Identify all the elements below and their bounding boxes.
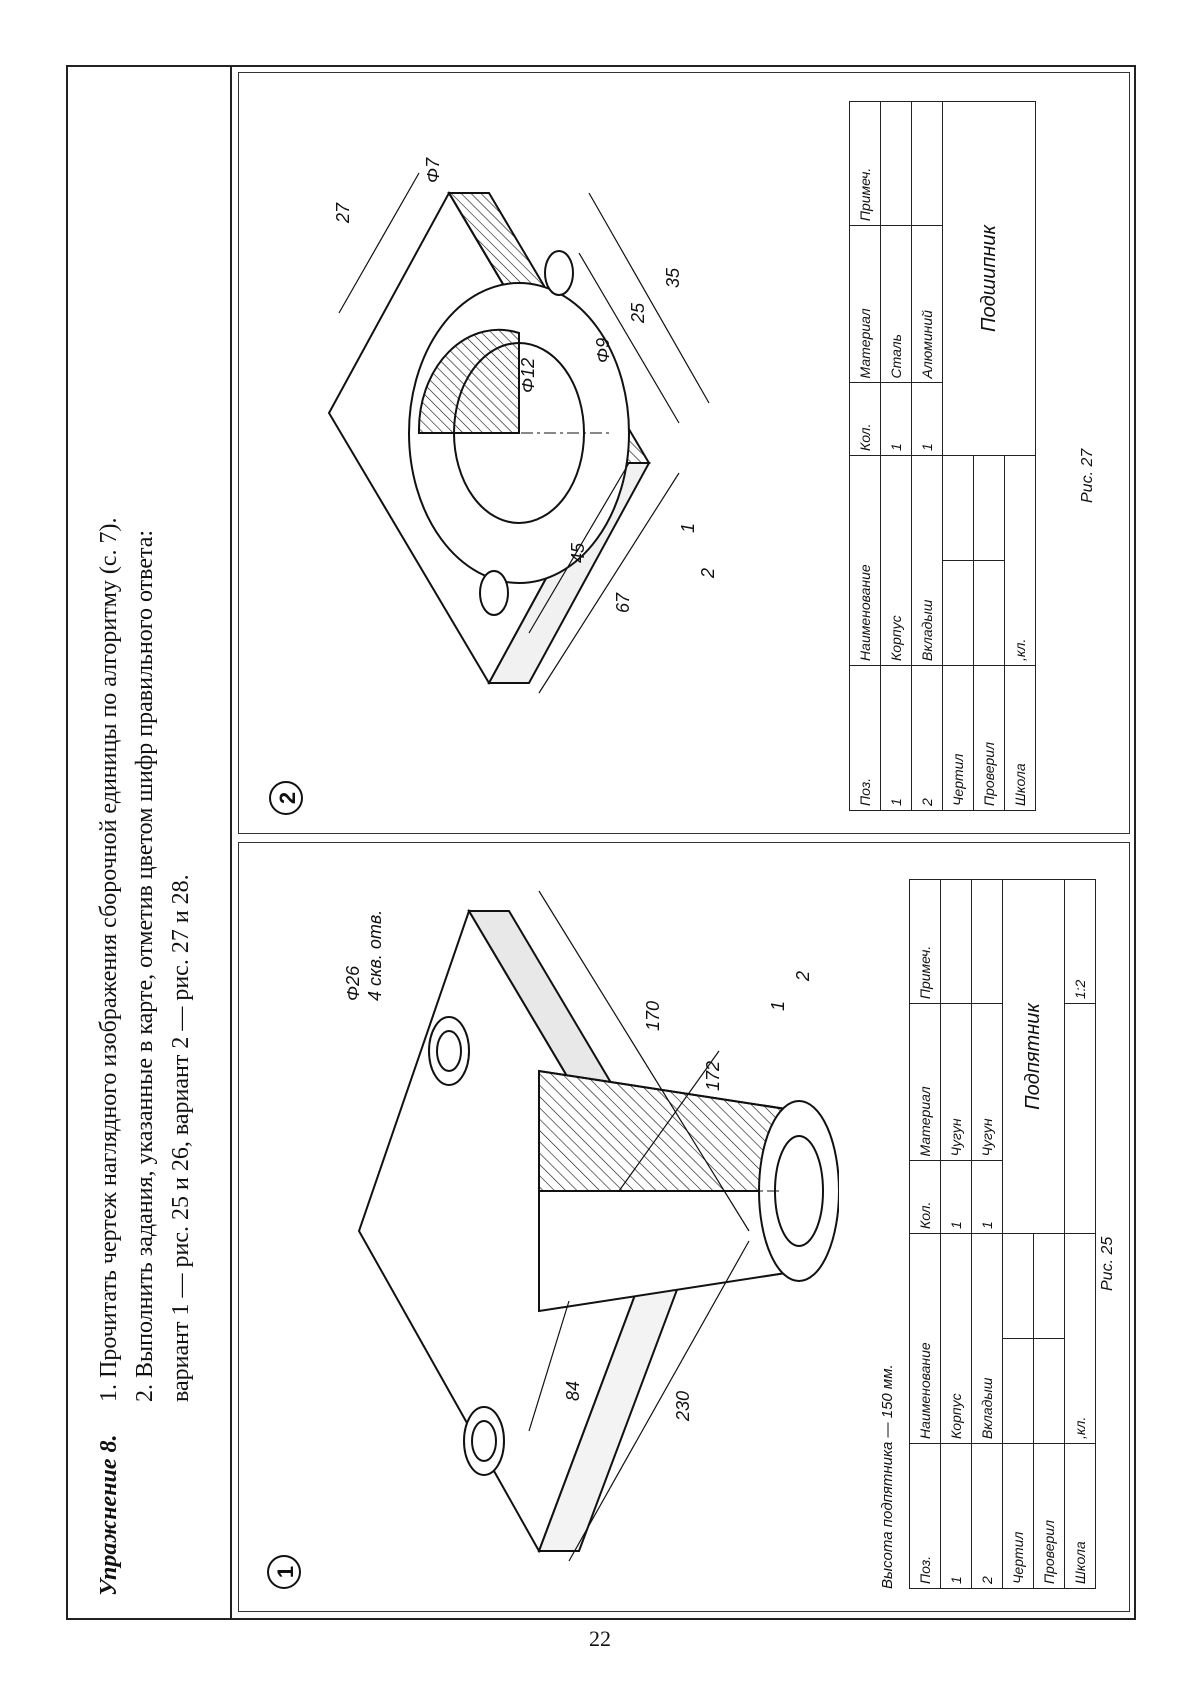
figure-1-drawing: 230 170 172 84 Φ26 4 скв. отв. 1 2	[343, 890, 839, 1562]
dim-67-line	[538, 472, 680, 694]
tb1-row2-pos: 2	[971, 1443, 1003, 1589]
tb2-row2-material: Алюминий	[911, 225, 943, 383]
figure-1-note: Высота подпятника — 150 мм.	[879, 1364, 896, 1589]
exercise-header: Упражнение 8. 1. Прочитать чертеж нагляд…	[66, 65, 232, 1620]
tb1-checked: Проверил	[1033, 1443, 1065, 1589]
tb2-row2-pos: 2	[911, 665, 943, 811]
tb1-product-name: Подпятник	[1002, 879, 1065, 1234]
tb1-header-qty: Кол.	[909, 1160, 941, 1234]
bearing-housing-section	[417, 328, 520, 434]
tb2-row2-name: Вкладыш	[911, 455, 943, 666]
dim-45: 45	[568, 542, 588, 563]
dim-67: 67	[613, 592, 633, 613]
figure-2-panel: 2	[238, 72, 1130, 834]
tb1-row2-note	[971, 879, 1003, 1004]
dim-35: 35	[663, 267, 683, 288]
dim-hole-note: 4 скв. отв.	[365, 910, 385, 1001]
tb1-header-pos: Поз.	[909, 1443, 941, 1589]
tb2-header-note: Примеч.	[849, 101, 881, 226]
task-2-continuation: вариант 1 — рис. 25 и 26, вариант 2 — ри…	[168, 874, 194, 1402]
dim-84: 84	[563, 1381, 583, 1401]
dim-25: 25	[628, 302, 648, 324]
tb2-checked: Проверил	[973, 665, 1005, 811]
dim-84-line	[528, 1300, 570, 1432]
task-2-text: 2. Выполнить задания, указанные в карте,…	[132, 529, 158, 1402]
dim-230: 230	[673, 1391, 693, 1422]
tb2-row1-material: Сталь	[880, 225, 912, 383]
dim-170: 170	[643, 1001, 663, 1031]
tb1-scale: 1:2	[1064, 879, 1096, 1004]
tb1-row1-name: Корпус	[940, 1233, 972, 1444]
dim-25-line	[578, 252, 680, 424]
tb1-row2-qty: 1	[971, 1160, 1003, 1234]
page-frame	[66, 65, 1136, 1620]
tb1-row1-qty: 1	[940, 1160, 972, 1234]
tb1-row2-material: Чугун	[971, 1003, 1003, 1161]
figure-2-title-block: Поз. Наименование Кол. Материал Примеч. …	[849, 101, 1036, 811]
tb2-school: Школа	[1004, 665, 1036, 811]
dim-230-line	[568, 1240, 750, 1562]
tb2-header-name: Наименование	[849, 455, 881, 666]
figure-1-panel: 1	[238, 842, 1130, 1612]
bolt-hole-right	[436, 1030, 462, 1072]
bolt-hole-left	[471, 1420, 497, 1462]
tb2-row2-qty: 1	[911, 382, 943, 456]
figure-1-caption: Рис. 25	[1099, 1236, 1116, 1291]
dim-27: 27	[333, 202, 353, 224]
tb2-row1-name: Корпус	[880, 455, 912, 666]
dim-45-line	[528, 462, 630, 634]
dim-35-line	[588, 192, 710, 404]
tb1-header-note: Примеч.	[909, 879, 941, 1004]
tb1-school: Школа	[1064, 1443, 1096, 1589]
dim-27-line	[338, 172, 420, 314]
tb1-class: ,кл.	[1064, 1233, 1096, 1444]
tb1-row1-material: Чугун	[940, 1003, 972, 1161]
dim-d12: Φ12	[518, 358, 538, 393]
page-number: 22	[589, 1626, 611, 1651]
exercise-title: Упражнение 8.	[96, 1434, 122, 1596]
tb1-drawn: Чертил	[1002, 1443, 1034, 1589]
figure-1-title-block: Поз. Наименование Кол. Материал Примеч. …	[909, 879, 1096, 1589]
tb2-header-material: Материал	[849, 225, 881, 383]
tb2-row1-qty: 1	[880, 382, 912, 456]
housing-top	[758, 1100, 839, 1282]
leader2-label-2: 2	[698, 568, 718, 579]
dim-172: 172	[703, 1061, 723, 1091]
bearing-hole-left	[479, 570, 509, 616]
tb2-header-pos: Поз.	[849, 665, 881, 811]
task-1-text: 1. Прочитать чертеж наглядного изображен…	[96, 517, 122, 1402]
tb1-row1-note	[940, 879, 972, 1004]
dim-d9: Φ9	[593, 338, 613, 363]
leader-label-1: 1	[768, 1001, 788, 1011]
tb1-header-material: Материал	[909, 1003, 941, 1161]
leader-label-2: 2	[793, 971, 813, 982]
tb2-header-qty: Кол.	[849, 382, 881, 456]
dim-172-line	[618, 1050, 720, 1192]
figure-2-drawing: 67 45 35 25 27 Φ12 Φ9 Φ7 1 2	[327, 157, 718, 694]
tb1-header-name: Наименование	[909, 1233, 941, 1444]
leader2-label-1: 1	[678, 523, 698, 533]
tb1-row2-name: Вкладыш	[971, 1233, 1003, 1444]
bearing-hole-right	[544, 250, 574, 296]
tb2-class: ,кл.	[1004, 455, 1036, 666]
bolt-boss-left	[463, 1406, 505, 1476]
tb2-drawn: Чертил	[942, 665, 974, 811]
tb2-row1-pos: 1	[880, 665, 912, 811]
bolt-boss-right	[428, 1016, 470, 1086]
dim-hole-dia: Φ26	[343, 965, 363, 1001]
tb2-product-name: Подшипник	[942, 101, 1036, 456]
figure-2-caption: Рис. 27	[1079, 448, 1096, 503]
rotated-content: Упражнение 8. 1. Прочитать чертеж нагляд…	[66, 65, 1136, 1620]
tb2-row1-note	[880, 101, 912, 226]
tb2-row2-note	[911, 101, 943, 226]
dim-170-line	[538, 890, 750, 1232]
dim-d7: Φ7	[423, 157, 443, 183]
tb1-row1-pos: 1	[940, 1443, 972, 1589]
